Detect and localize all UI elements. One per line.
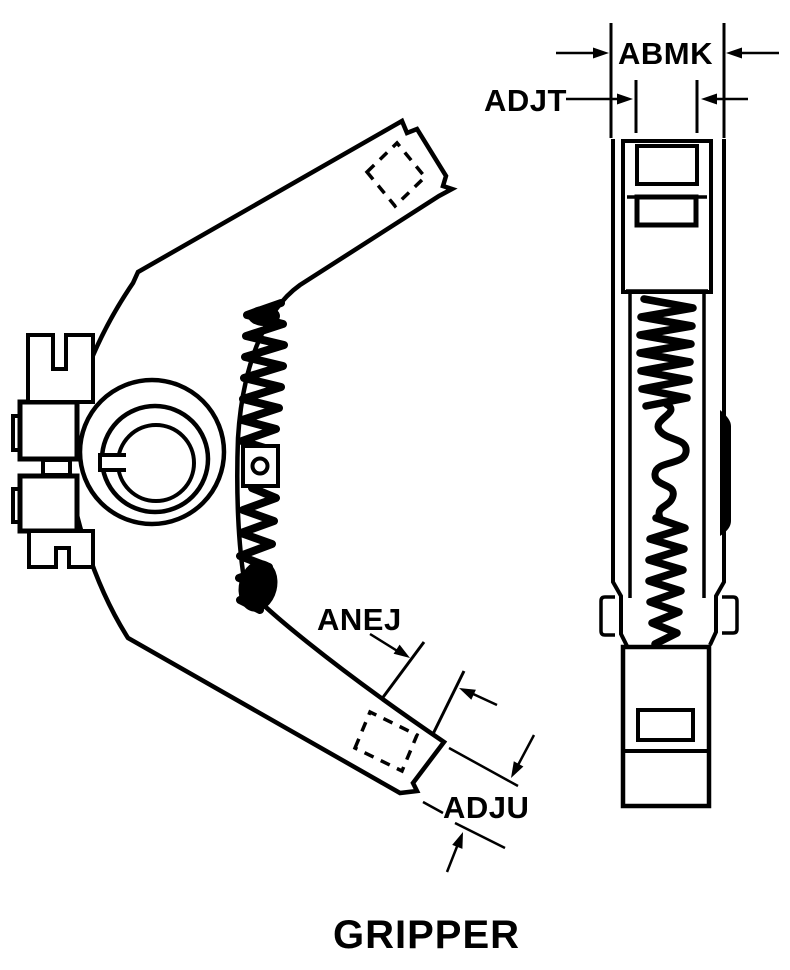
left-flange-upper [17,399,80,462]
dimension-label-anej: ANEJ [317,602,402,637]
hub-keyway-clear [97,457,126,468]
adju-arrow-top-head [511,761,524,778]
adju-ext-line-bottom-b [454,821,506,850]
abmk-arrow-left-head [593,47,609,59]
adju-ext-line-bottom-a [422,800,444,815]
front-spring-upper [238,299,288,453]
side-spring-upper [636,295,697,410]
left-flange-lower [17,473,80,534]
adju-ext-line-top [448,746,519,788]
front-spring-top-mass [248,306,280,326]
adjt-arrow-right-head [701,93,717,105]
hub-bore-circle [116,423,196,503]
figure-caption: GRIPPER [333,913,521,957]
jaw-tick-line-1 [379,641,426,701]
anej-leader-tail [369,632,400,654]
side-bottom-window [636,708,695,742]
side-pad-bump [720,410,731,536]
adju-arrow-bottom-head [452,832,463,849]
anej-leader-head [393,644,410,658]
abmk-arrow-right-head [726,47,742,59]
hub-keyway-slot [98,453,126,472]
spring-adjuster-pin [250,456,270,476]
side-neck-flange-right [722,595,739,635]
adjt-arrow-left-head [617,93,633,105]
dimension-label-adjt: ADJT [484,83,567,118]
front-view [11,117,458,796]
side-spring-lower [645,514,689,648]
side-shell-left-wall [611,139,629,647]
dimension-label-adju: ADJU [443,790,530,825]
adju-arrow-top-tail [515,734,536,768]
dimension-label-abmk: ABMK [618,36,713,71]
adju-arrow-bottom-tail [445,843,460,873]
side-top-window [635,144,699,186]
left-flange-neck [41,458,72,477]
hidden-pad-lower [352,709,420,774]
left-slotted-tab-lower [27,529,95,569]
side-neck-flange-left [599,595,615,637]
jaw-tick-arrow-tail [470,691,498,707]
side-top-window2 [634,194,699,228]
jaw-tick-line-2 [431,670,466,735]
hidden-pad-upper [364,140,428,209]
front-spring-bottom-mass [238,560,278,612]
left-slotted-tab-upper [26,333,95,404]
jaw-tick-arrow-head [459,688,476,700]
side-hook-linkage [651,400,690,522]
dimension-annotations [369,23,779,873]
side-view [599,139,739,809]
side-bottom-handle [620,644,712,809]
